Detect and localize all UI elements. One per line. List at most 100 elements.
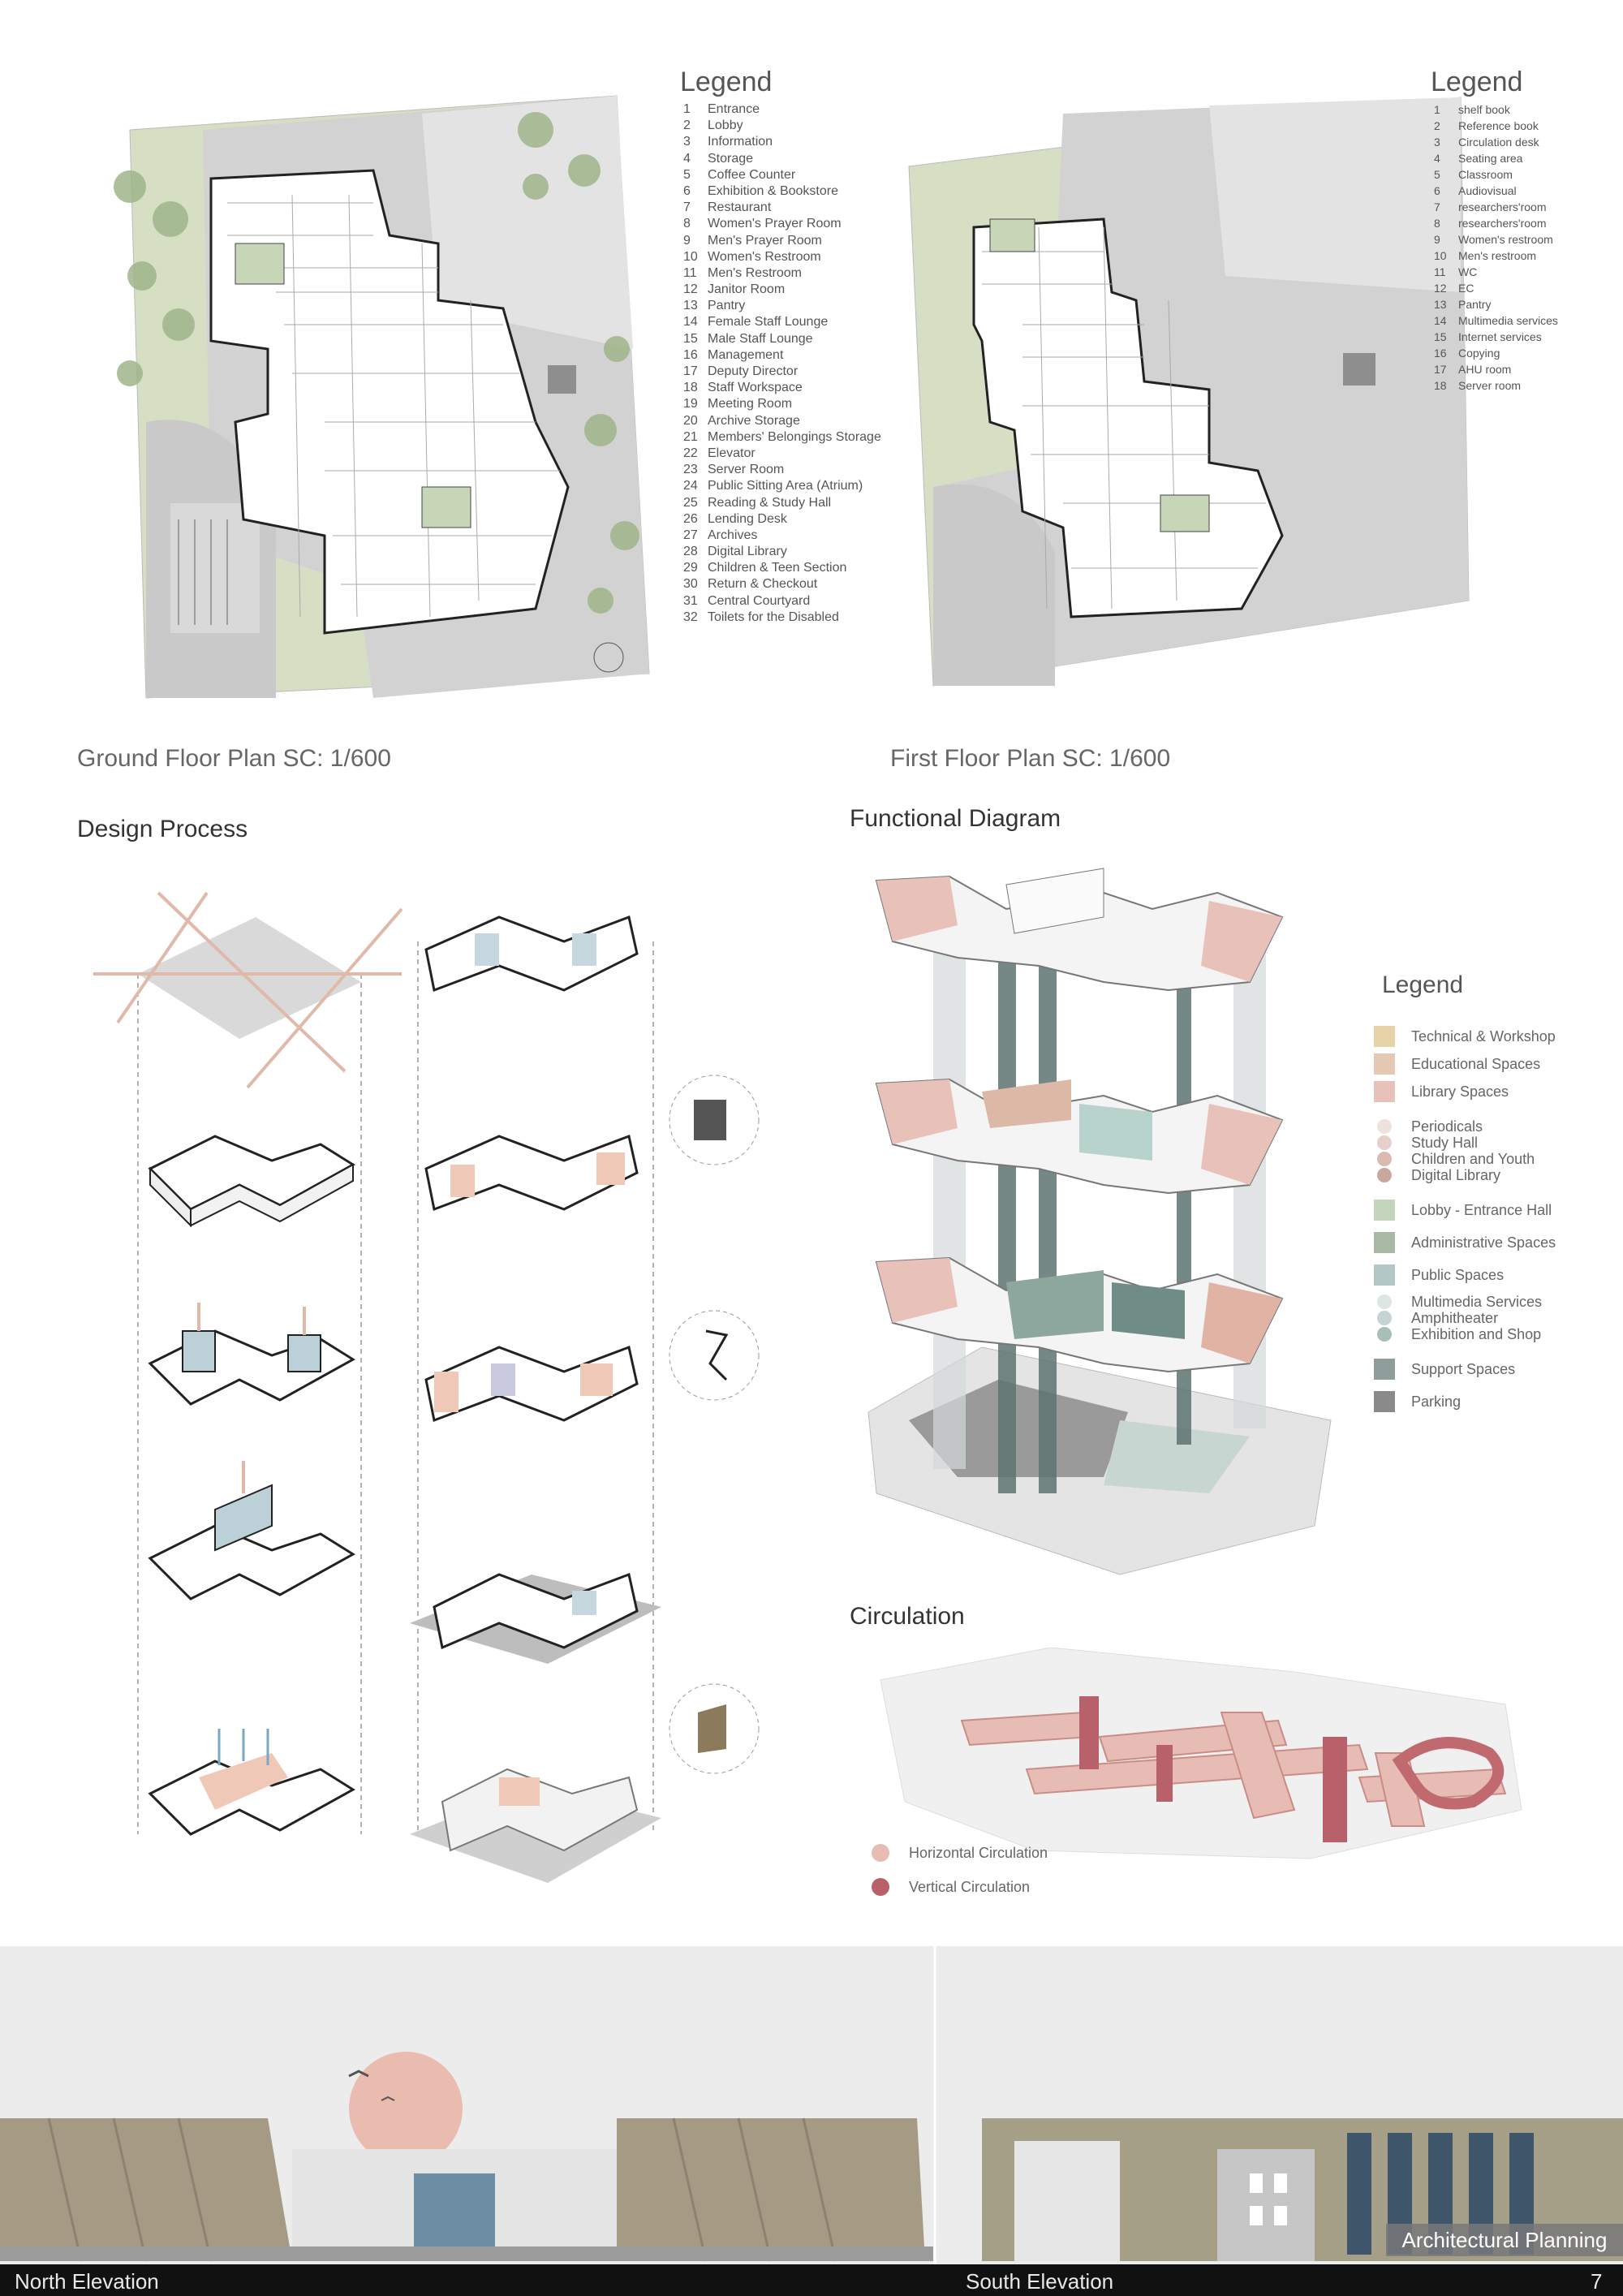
first-legend-number: 5 — [1434, 168, 1440, 181]
first-floor-plan-drawing — [908, 97, 1470, 687]
ground-legend-label: Lobby — [708, 118, 743, 133]
first-legend-label: researchers'room — [1458, 217, 1547, 230]
first-legend-label: Pantry — [1458, 298, 1492, 311]
functional-legend-label: Educational Spaces — [1411, 1055, 1541, 1072]
functional-legend-item: Children and Youth — [1374, 1151, 1556, 1167]
ground-legend-number: 13 — [683, 299, 698, 313]
ground-legend-number: 22 — [683, 446, 698, 460]
functional-legend-item: Multimedia Services — [1374, 1294, 1556, 1310]
ground-floor-caption: Ground Floor Plan SC: 1/600 — [77, 745, 391, 772]
functional-legend-swatch — [1374, 1026, 1395, 1047]
functional-legend-item: Library Spaces — [1374, 1078, 1556, 1105]
ground-legend-label: Pantry — [708, 299, 746, 313]
functional-legend-dot — [1377, 1327, 1392, 1342]
ground-legend-label: Female Staff Lounge — [708, 315, 829, 330]
first-legend-number: 8 — [1434, 217, 1440, 230]
design-process-title: Design Process — [77, 816, 248, 842]
ground-legend-number: 10 — [683, 249, 698, 264]
ground-legend-label: Lending Desk — [708, 511, 787, 526]
functional-exploded-axonometric — [867, 868, 1332, 1575]
functional-legend-label: Multimedia Services — [1411, 1293, 1543, 1310]
functional-diagram-title: Functional Diagram — [850, 805, 1061, 832]
ground-legend-label: Elevator — [708, 446, 756, 460]
ground-legend-number: 2 — [683, 118, 691, 133]
ground-legend-number: 9 — [683, 233, 691, 248]
ground-legend-label: Janitor Room — [708, 282, 786, 297]
ground-legend-item: 16 Management — [683, 347, 881, 364]
ground-legend-label: Management — [708, 347, 784, 362]
functional-legend-item: Support Spaces — [1374, 1355, 1556, 1383]
ground-legend-label: Coffee Counter — [708, 167, 796, 182]
first-legend-label: Internet services — [1458, 330, 1542, 343]
functional-legend-swatch — [1374, 1200, 1395, 1221]
functional-legend-swatch — [1374, 1081, 1395, 1102]
design-process-diagram — [93, 891, 760, 1883]
functional-legend-label: Support Spaces — [1411, 1360, 1516, 1377]
first-legend-label: Multimedia services — [1458, 314, 1558, 327]
circulation-legend-label: Horizontal Circulation — [909, 1844, 1048, 1861]
first-legend-number: 9 — [1434, 233, 1440, 246]
first-legend-number: 3 — [1434, 136, 1440, 149]
functional-legend-swatch — [1374, 1264, 1395, 1286]
ground-legend-number: 19 — [683, 397, 698, 411]
ground-legend-number: 25 — [683, 495, 698, 510]
functional-legend-item: Technical & Workshop — [1374, 1023, 1556, 1050]
first-legend-number: 15 — [1434, 330, 1447, 343]
ground-legend-number: 4 — [683, 151, 691, 166]
first-legend-item: 14 Multimedia services — [1434, 312, 1558, 329]
circulation-title: Circulation — [850, 1603, 965, 1630]
first-legend-label: Seating area — [1458, 152, 1523, 165]
functional-legend-dot — [1377, 1311, 1392, 1325]
ground-legend-number: 29 — [683, 561, 698, 575]
circulation-legend-item: Horizontal Circulation — [868, 1836, 1048, 1870]
ground-legend-label: Children & Teen Section — [708, 561, 847, 575]
first-legend-label: AHU room — [1458, 363, 1512, 376]
ground-legend-label: Entrance — [708, 102, 760, 116]
first-legend-item: 15 Internet services — [1434, 329, 1558, 345]
ground-legend-number: 16 — [683, 347, 698, 362]
ground-legend-title: Legend — [680, 67, 773, 97]
ground-legend-label: Reading & Study Hall — [708, 495, 832, 510]
first-legend-label: EC — [1458, 282, 1474, 295]
first-legend-label: Audiovisual — [1458, 184, 1517, 197]
ground-legend-label: Digital Library — [708, 545, 787, 559]
ground-legend-number: 21 — [683, 429, 698, 444]
first-legend-number: 14 — [1434, 314, 1447, 327]
first-legend-number: 10 — [1434, 249, 1447, 262]
first-legend-number: 18 — [1434, 379, 1447, 392]
functional-legend-dot — [1377, 1152, 1392, 1166]
functional-legend-label: Amphitheater — [1411, 1309, 1499, 1326]
ground-legend-label: Men's Prayer Room — [708, 233, 822, 248]
ground-legend-label: Staff Workspace — [708, 381, 803, 395]
circulation-diagram — [880, 1648, 1522, 1859]
ground-legend-number: 18 — [683, 381, 698, 395]
functional-legend-item: Parking — [1374, 1388, 1556, 1415]
first-legend-title: Legend — [1431, 67, 1523, 97]
functional-legend-item: Study Hall — [1374, 1135, 1556, 1151]
first-legend-label: researchers'room — [1458, 200, 1547, 213]
first-legend-item: 8 researchers'room — [1434, 215, 1558, 231]
functional-legend-item: Amphitheater — [1374, 1310, 1556, 1326]
